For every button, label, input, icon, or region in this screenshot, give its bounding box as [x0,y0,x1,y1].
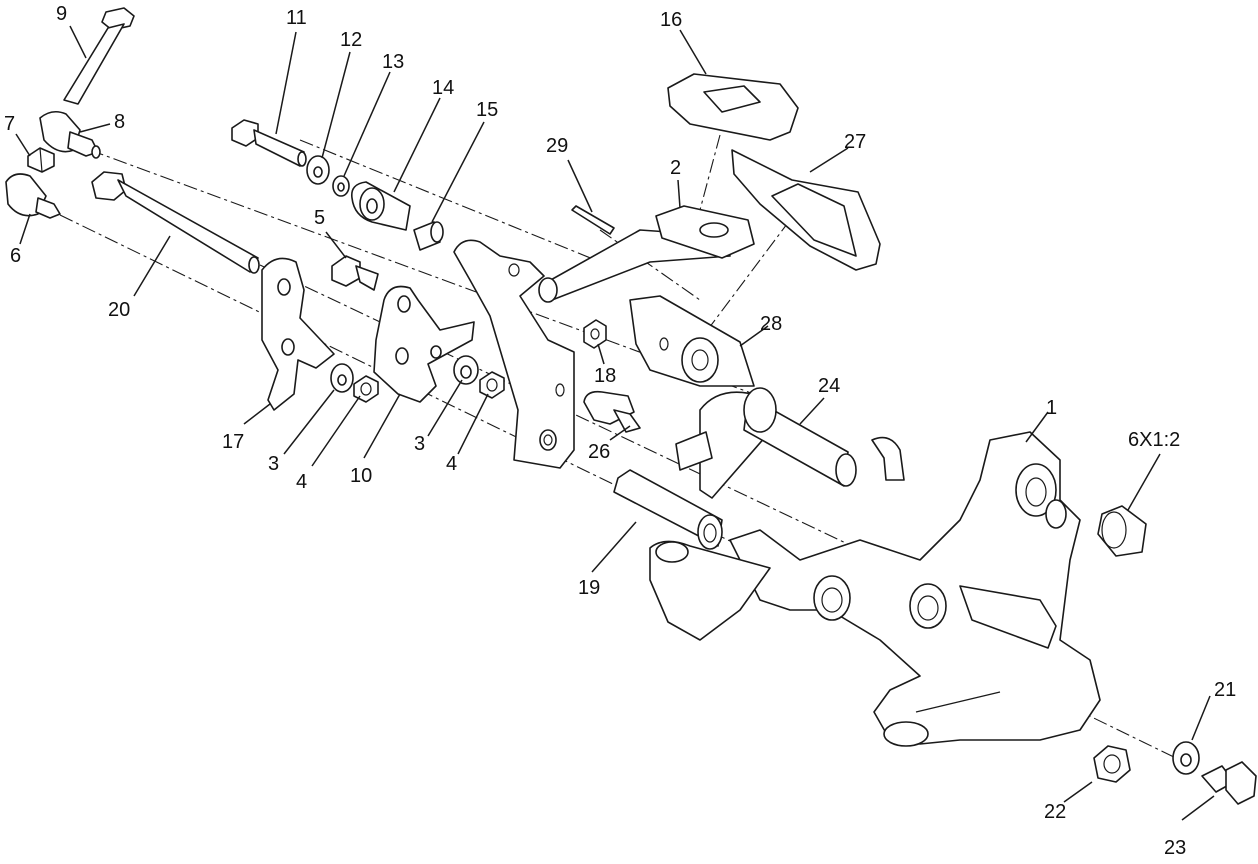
callout-2: 2 [670,157,681,179]
callout-14: 14 [432,77,454,99]
part-washer-21 [1172,741,1200,775]
leader-lines [15,25,1215,821]
part-spacer-15 [413,221,444,251]
callout-11: 11 [286,7,307,29]
callout-4-right: 4 [446,453,457,475]
callout-12: 12 [340,29,362,51]
callout-labels: 9 7 8 6 20 11 12 13 14 15 5 29 16 2 27 2… [4,3,1236,859]
part-pedal-plate-27 [731,149,881,271]
part-rod-end-6 [5,173,61,219]
part-pivot-shaft-24 [675,387,857,499]
part-nut-22 [1093,745,1131,783]
callout-7: 7 [4,113,15,135]
callout-23: 23 [1164,837,1186,859]
callout-1: 1 [1046,397,1057,419]
part-washer-3a [330,363,354,393]
callout-20: 20 [108,299,130,321]
part-bracket-10 [373,285,475,403]
callout-29: 29 [546,135,568,157]
part-housing-1 [649,431,1101,747]
callout-17: 17 [222,431,244,453]
callout-16: 16 [660,9,682,31]
part-washer-3b [453,355,479,385]
callout-15: 15 [476,99,498,121]
callout-18: 18 [594,365,616,387]
callout-6: 6 [10,245,21,267]
callout-9: 9 [56,3,67,25]
callout-24: 24 [818,375,840,397]
part-bracket-17 [261,257,335,411]
part-bolt-11 [231,119,307,167]
part-washer-12 [306,155,330,185]
part-link-28 [629,295,755,387]
callout-6x1-2: 6X1:2 [1128,429,1180,451]
part-fitting-26 [583,390,641,433]
part-bolt-5 [331,255,379,291]
callout-3-left: 3 [268,453,279,475]
part-nut-18 [583,319,607,349]
part-bolt-23 [1201,761,1257,805]
callout-19: 19 [578,577,600,599]
callout-22: 22 [1044,801,1066,823]
callout-10: 10 [350,465,372,487]
part-lockwasher-13 [332,175,350,197]
callout-8: 8 [114,111,125,133]
part-pedal-pad-16 [667,73,799,141]
part-bolt-9 [63,7,135,105]
callout-27: 27 [844,131,866,153]
callout-21: 21 [1214,679,1236,701]
part-rod-end-14 [350,181,411,231]
callout-4-left: 4 [296,471,307,493]
part-nut-4b [479,371,505,399]
part-rod-end-8 [39,110,101,159]
part-nut-4a [353,375,379,403]
callout-13: 13 [382,51,404,73]
part-pin-29 [571,205,615,235]
part-pedal-arm-2 [453,205,755,469]
callout-26: 26 [588,441,610,463]
callout-5: 5 [314,207,325,229]
callout-28: 28 [760,313,782,335]
part-long-bolt-20 [91,171,260,274]
part-tube-19 [613,469,723,550]
part-nut-7 [27,147,55,173]
part-bushing-6x [1097,505,1147,557]
callout-3-right: 3 [414,433,425,455]
